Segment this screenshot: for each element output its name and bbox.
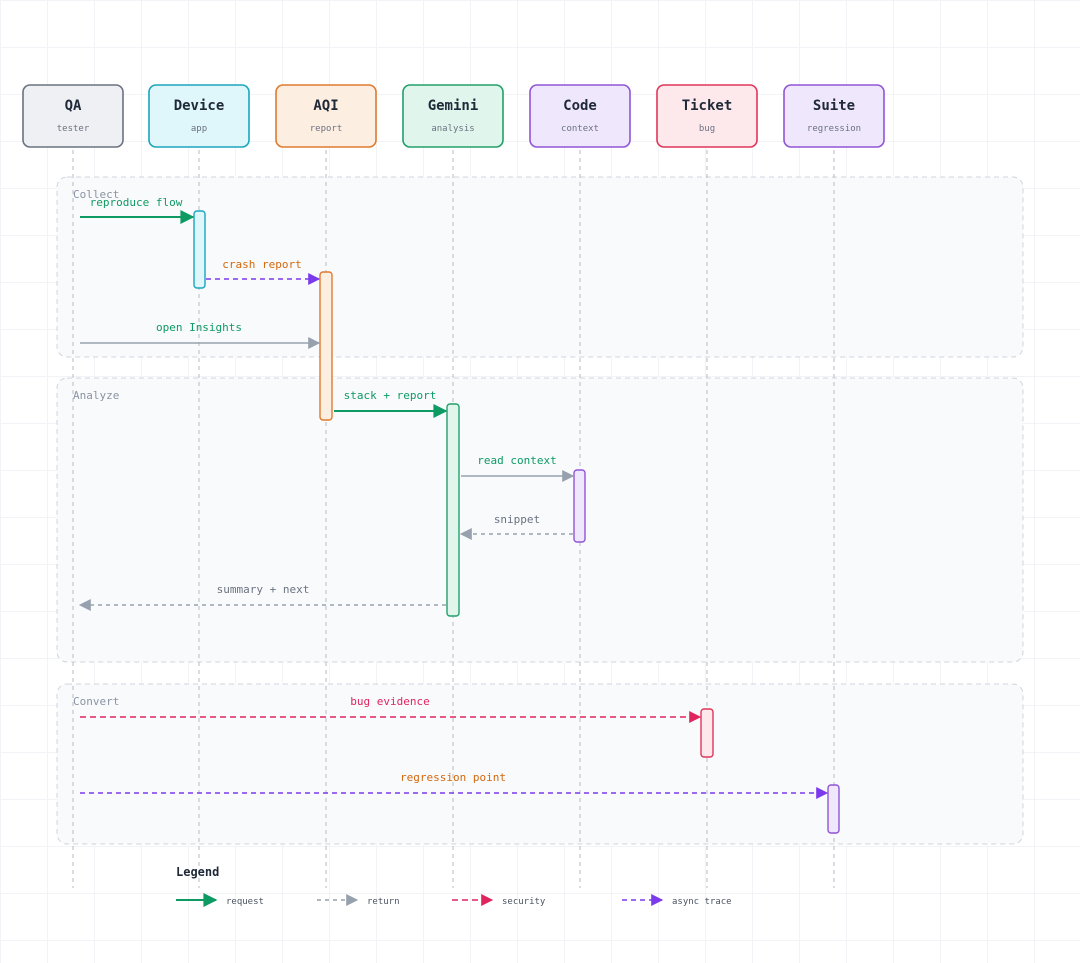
legend-label: return bbox=[367, 897, 400, 907]
message-label: open Insights bbox=[156, 321, 242, 334]
legend-item-request: request bbox=[176, 893, 264, 907]
participant-subtitle: tester bbox=[57, 124, 90, 134]
participant-subtitle: app bbox=[191, 124, 207, 134]
group-label-collect: Collect bbox=[73, 188, 119, 201]
participant-title: QA bbox=[65, 98, 82, 114]
activation-device bbox=[193, 210, 206, 289]
participant-subtitle: context bbox=[561, 124, 599, 134]
message-label: snippet bbox=[494, 513, 540, 526]
activation-gemini bbox=[446, 403, 460, 617]
activations bbox=[193, 210, 840, 834]
group-label-analyze: Analyze bbox=[73, 389, 119, 402]
legend: Legend request return security async tra… bbox=[176, 865, 732, 907]
participant-subtitle: bug bbox=[699, 124, 715, 134]
participant-gemini: Gemini analysis bbox=[402, 84, 504, 148]
legend-title: Legend bbox=[176, 865, 219, 879]
legend-label: security bbox=[502, 897, 546, 907]
message-snippet: snippet bbox=[459, 513, 573, 540]
message-label: reproduce flow bbox=[90, 196, 183, 209]
participant-device: Device app bbox=[148, 84, 250, 148]
participant-suite: Suite regression bbox=[783, 84, 885, 148]
group-analyze: Analyze bbox=[56, 377, 1024, 663]
participant-qa: QA tester bbox=[22, 84, 124, 148]
message-label: stack + report bbox=[344, 389, 437, 402]
legend-item-async: async trace bbox=[622, 894, 732, 907]
message-bug-evidence: bug evidence bbox=[80, 695, 702, 723]
message-label: read context bbox=[477, 454, 556, 467]
message-open-insights: open Insights bbox=[80, 321, 321, 349]
message-label: bug evidence bbox=[350, 695, 429, 708]
participant-title: Ticket bbox=[682, 98, 733, 114]
activation-aqi bbox=[319, 271, 333, 421]
participant-title: Device bbox=[174, 98, 225, 114]
message-regression-point: regression point bbox=[80, 771, 829, 799]
participant-code: Code context bbox=[529, 84, 631, 148]
message-reproduce-flow: reproduce flow bbox=[80, 196, 195, 224]
message-stack-report: stack + report bbox=[334, 389, 448, 418]
message-label: crash report bbox=[222, 258, 301, 271]
participant-subtitle: regression bbox=[807, 124, 861, 134]
group-convert: Convert bbox=[56, 683, 1024, 845]
activation-ticket bbox=[700, 708, 714, 758]
message-label: summary + next bbox=[217, 583, 310, 596]
group-label-convert: Convert bbox=[73, 695, 119, 708]
group-collect: Collect bbox=[56, 176, 1024, 358]
participant-subtitle: report bbox=[310, 124, 343, 134]
message-summary-next: summary + next bbox=[78, 583, 446, 611]
legend-item-security: security bbox=[452, 894, 546, 907]
message-read-context: read context bbox=[461, 454, 575, 482]
participant-title: Gemini bbox=[428, 98, 479, 114]
legend-item-return: return bbox=[317, 894, 400, 907]
participant-aqi: AQI report bbox=[275, 84, 377, 148]
message-crash-report: crash report bbox=[206, 258, 321, 285]
participant-subtitle: analysis bbox=[431, 124, 474, 134]
activation-suite bbox=[827, 784, 840, 834]
participant-ticket: Ticket bug bbox=[656, 84, 758, 148]
legend-label: request bbox=[226, 897, 264, 907]
activation-code bbox=[573, 469, 586, 543]
message-label: regression point bbox=[400, 771, 506, 784]
participant-title: Code bbox=[563, 98, 597, 114]
participant-title: AQI bbox=[313, 98, 338, 114]
participant-title: Suite bbox=[813, 98, 855, 114]
legend-label: async trace bbox=[672, 897, 732, 907]
